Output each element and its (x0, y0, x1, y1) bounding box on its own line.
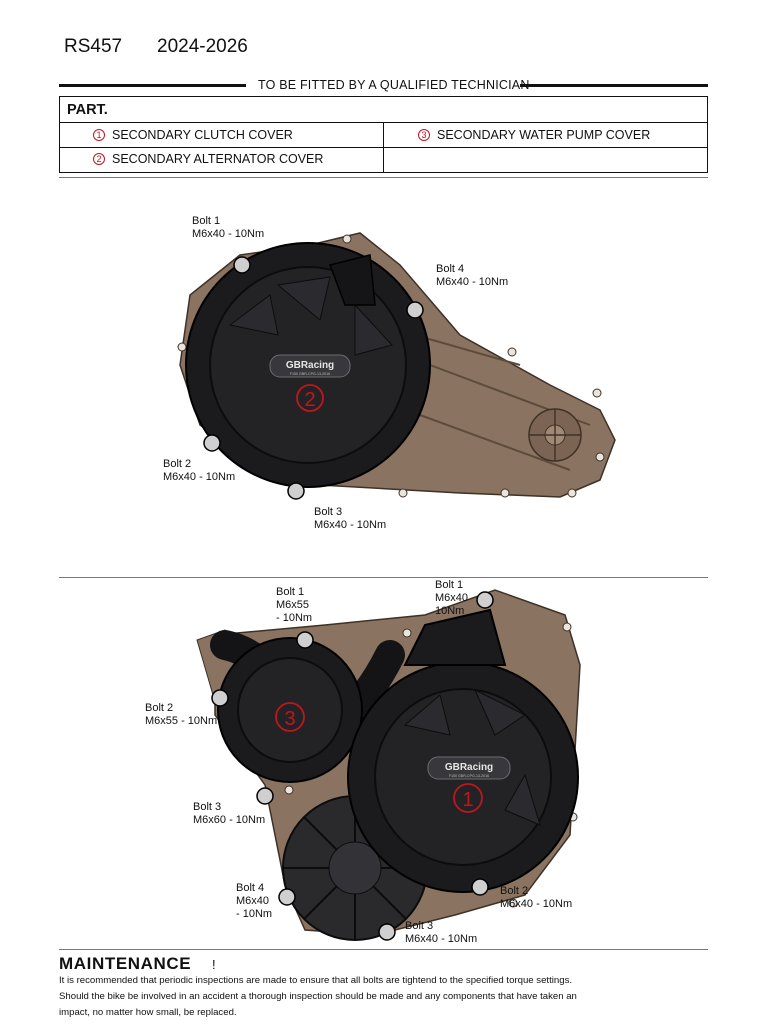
table-divider (383, 122, 385, 173)
bolt-label: Bolt 3 M6x40 - 10Nm (314, 506, 387, 531)
parts-title: PART. (67, 102, 108, 118)
warning-icon: ! (212, 957, 216, 972)
bolt-marker (471, 878, 489, 896)
brand-logo: GBRacing (445, 762, 493, 773)
bolt-label: Bolt 2 M6x55 - 10Nm (145, 702, 218, 727)
bolt-label: Bolt 1 M6x40 - 10Nm (192, 215, 265, 240)
bolt-label: Bolt 2 M6x40 - 10Nm (163, 458, 236, 483)
part-marker-ring (275, 702, 305, 732)
model-years: 2024-2026 (157, 36, 248, 57)
maintenance-text: Should the bike be involved in an accide… (59, 991, 577, 1002)
part-marker: 1 (462, 789, 473, 811)
maintenance-text: It is recommended that periodic inspecti… (59, 975, 573, 986)
brand-logo: GBRacing (286, 360, 334, 371)
clutch-and-water-pump-cover-illustration: 3 GBRacing F150 GBR-CPG-13-2016 1 (196, 589, 581, 941)
header-rule-right (520, 84, 708, 87)
bolt-label: Bolt 3 M6x60 - 10Nm (193, 801, 266, 826)
parts-table: PART. 1 SECONDARY CLUTCH COVER 3 SECONDA… (59, 96, 708, 173)
fitting-note: TO BE FITTED BY A QUALIFIED TECHNICIAN (258, 78, 530, 92)
part-marker: 3 (284, 708, 295, 730)
bolt-4-marker (406, 301, 424, 319)
bolt-marker (476, 591, 494, 609)
bolt-label: Bolt 4 M6x40 - 10Nm (436, 263, 509, 288)
part-code: F150 GBR-CPG-13-2016 (290, 372, 330, 376)
section-rule (59, 949, 708, 950)
bolt-label: Bolt 2 M6x40 - 10Nm (500, 885, 573, 910)
part-number-badge: 2 (93, 153, 105, 165)
bolt-1-marker (233, 256, 251, 274)
part-marker-ring (296, 384, 324, 412)
maintenance-title: MAINTENANCE (59, 954, 192, 973)
part-label: SECONDARY WATER PUMP COVER (437, 128, 651, 142)
part-item: 2 SECONDARY ALTERNATOR COVER (93, 151, 323, 167)
part-number-badge: 3 (418, 129, 430, 141)
part-label: SECONDARY ALTERNATOR COVER (112, 152, 324, 166)
alternator-cover-illustration: GBRacing F150 GBR-CPG-13-2016 2 (177, 232, 616, 500)
part-number-badge: 1 (93, 129, 105, 141)
model-name: RS457 (64, 36, 123, 57)
part-label: SECONDARY CLUTCH COVER (112, 128, 293, 142)
section-rule (59, 577, 708, 578)
bolt-marker (211, 689, 229, 707)
bolt-marker (278, 888, 296, 906)
part-item: 1 SECONDARY CLUTCH COVER (93, 127, 293, 143)
part-marker-ring (453, 783, 483, 813)
bolt-label: Bolt 1 M6x55 - 10Nm (276, 586, 313, 624)
part-marker: 2 (304, 389, 315, 411)
bolt-marker (296, 631, 314, 649)
header-rule-left (59, 84, 246, 87)
part-item: 3 SECONDARY WATER PUMP COVER (418, 127, 650, 143)
bolt-3-marker (287, 482, 305, 500)
bolt-2-marker (203, 434, 221, 452)
bolt-marker (256, 787, 274, 805)
part-code: F150 GBR-CPG-13-2016 (449, 774, 489, 778)
bolt-label: Bolt 4 M6x40 - 10Nm (236, 882, 273, 920)
bolt-label: Bolt 3 M6x40 - 10Nm (405, 920, 478, 945)
bolt-marker (378, 923, 396, 941)
section-rule (59, 177, 708, 178)
bolt-label: Bolt 1 M6x40 10Nm (435, 579, 469, 617)
maintenance-text: impact, no matter how small, be replaced… (59, 1007, 237, 1018)
